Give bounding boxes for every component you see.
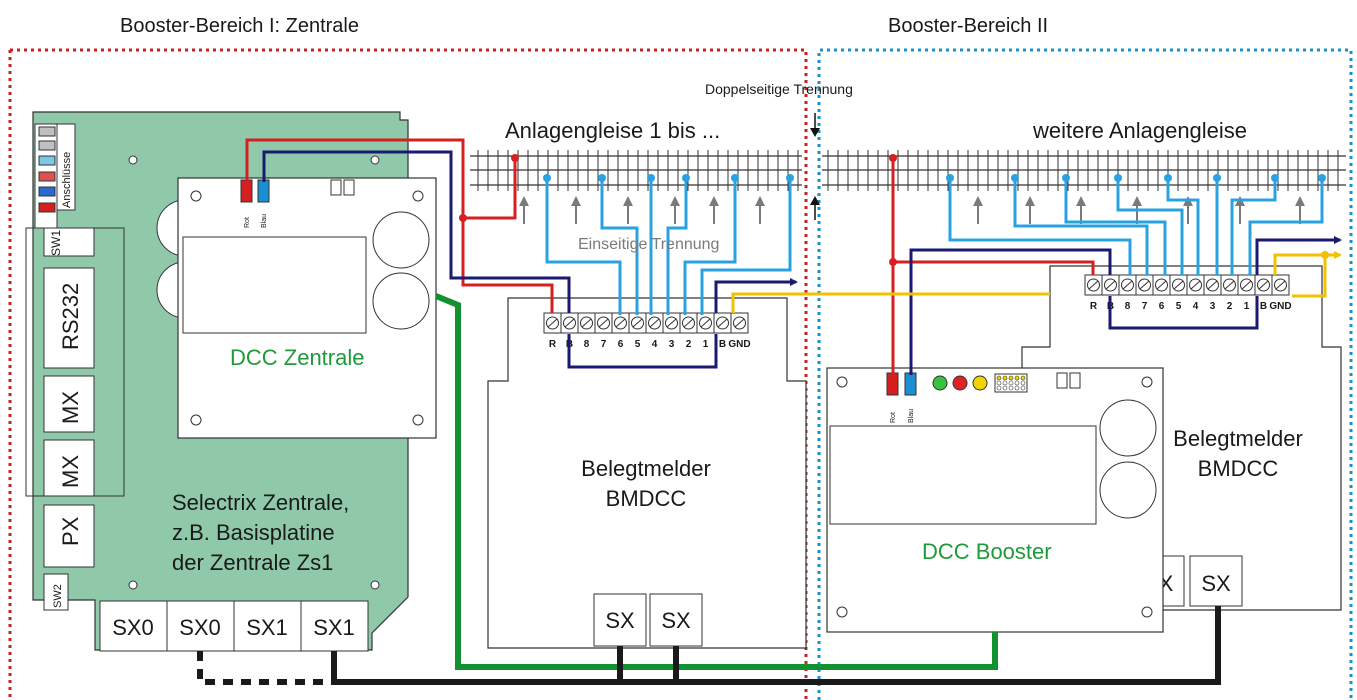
zone-2-title: Booster-Bereich II [888,15,1048,37]
terminal-label: 4 [1193,301,1199,312]
rs232-label: RS232 [58,283,83,350]
zone-1-title: Booster-Bereich I: Zentrale [120,15,359,37]
sx-port-1: SX0 [112,615,154,640]
red-wire-joints [459,154,897,266]
dcc-central-rot: Rot [244,217,251,228]
track-feed-wires-left [545,178,792,315]
gnd-joint [1321,251,1329,259]
terminal-label: B [1260,301,1267,312]
terminal-label: 1 [703,339,709,350]
mx-port-2 [43,439,95,497]
terminal-label: R [1090,301,1098,312]
sx-port-2: SX0 [179,615,221,640]
zone-2-border [817,48,1353,700]
detector-2-sx-label: SX [1201,571,1231,596]
mx-port-1 [43,375,95,433]
terminal-label: GND [1269,301,1291,312]
terminal-label: 2 [1227,301,1233,312]
connector-strip: Anschlüsse [34,123,76,229]
terminal-label: 3 [1210,301,1216,312]
sx-port-3: SX1 [246,615,288,640]
selectrix-name-1: Selectrix Zentrale, [172,490,349,515]
red-wires [245,138,1095,375]
px-label: PX [58,516,83,546]
dcc-booster [826,367,1164,633]
tracks-left-label: Anlagengleise 1 bis ... [505,118,720,143]
zone-1-border [8,48,808,700]
terminal-label: 6 [1159,301,1165,312]
detector-1-name-2: BMDCC [606,486,687,511]
terminal-label: 4 [652,339,658,350]
connectors-label: Anschlüsse [61,152,73,208]
terminal-label: 8 [584,339,590,350]
single-separation-label: Einseitige Trennung [578,236,719,253]
detector-2-sx [1189,555,1243,607]
detector-1-sx-2 [649,593,703,647]
mx-label-2: MX [58,455,83,488]
selectrix-name-3: der Zentrale Zs1 [172,550,333,575]
track-feed-points-right [946,174,1326,182]
dcc-booster-name: DCC Booster [922,539,1052,564]
terminal-label: 7 [601,339,607,350]
dcc-central-name: DCC Zentrale [230,345,364,370]
px-port [43,504,95,568]
terminal-label: 2 [686,339,692,350]
terminal-label: 1 [1244,301,1250,312]
double-separation-label: Doppelseitige Trennung [705,81,853,97]
detector-1 [487,297,807,649]
detector-1-sx-1-label: SX [605,608,635,633]
sw1-box [43,227,95,257]
sx-bus [197,606,1221,685]
terminal-label: 6 [618,339,624,350]
track-feed-points-left [543,174,794,182]
rs232-port [43,267,95,369]
detector-2-name-1: Belegtmelder [1173,426,1303,451]
mx-label-1: MX [58,391,83,424]
navy-wires [262,150,1342,375]
detector-1-sx-2-label: SX [661,608,691,633]
track-rails [470,155,1346,186]
green-wire [434,293,998,670]
sx-port-row [99,600,369,652]
detector-2-name-2: BMDCC [1198,456,1279,481]
terminal-label: R [549,339,557,350]
sw2-box [43,573,69,611]
double-separation-arrows [810,113,820,220]
selectrix-name-2: z.B. Basisplatine [172,520,335,545]
dcc-central-blau: Blau [261,214,268,228]
sw2-label: SW2 [52,584,64,608]
track-feed-wires-right [948,178,1324,275]
dcc-booster-rot: Rot [890,412,897,423]
sx-port-4: SX1 [313,615,355,640]
terminal-label: 5 [635,339,641,350]
terminal-label: 7 [1142,301,1148,312]
booster-led-grid [996,375,1026,391]
tracks-right-label: weitere Anlagengleise [1032,118,1247,143]
dcc-booster-blau: Blau [908,409,915,423]
terminal-label: 5 [1176,301,1182,312]
terminal-label: B [719,339,726,350]
gnd-wires [731,251,1342,313]
sw1-label: SW1 [49,230,63,256]
terminal-label: GND [728,339,750,350]
terminal-label: 8 [1125,301,1131,312]
detector-1-name-1: Belegtmelder [581,456,711,481]
terminal-label: 3 [669,339,675,350]
dcc-central [177,177,437,439]
